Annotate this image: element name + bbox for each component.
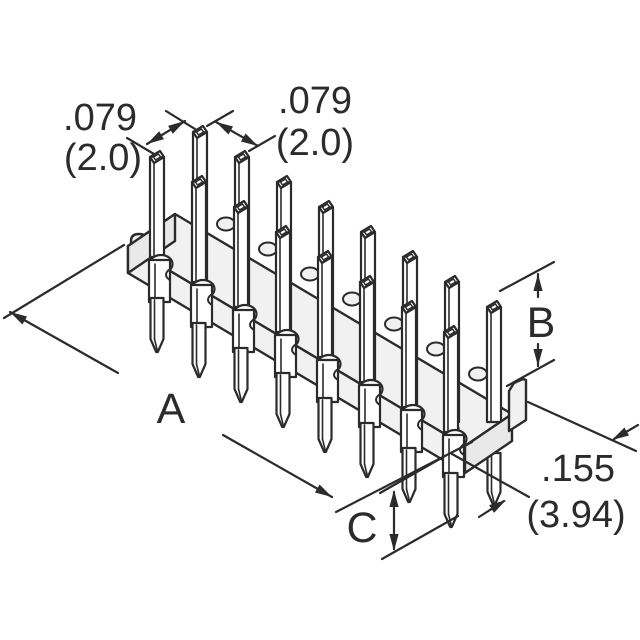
dim-span-ext-top <box>526 400 638 453</box>
pin-tail <box>317 396 333 454</box>
pin-tip-chamfer <box>279 413 285 427</box>
body-right-end-tab <box>507 377 528 433</box>
dim-span-arrow <box>612 427 630 440</box>
pin-shaft <box>274 230 292 334</box>
pin-tail <box>275 371 291 429</box>
pin-tip-chamfer <box>490 491 496 505</box>
dim-col-pitch-inches: .079 <box>278 80 352 122</box>
dim-A-line <box>8 310 120 375</box>
dim-colpitch-arrow <box>240 133 258 146</box>
pin-tail <box>359 421 375 479</box>
body-bump <box>216 216 236 232</box>
dim-B-ext-top <box>498 260 556 293</box>
pin-tip-chamfer <box>153 338 159 352</box>
body-bump <box>426 341 446 357</box>
pin-shaft <box>316 255 334 359</box>
pin-shaft <box>148 155 166 259</box>
dim-colpitch-arrow <box>216 122 234 135</box>
pin-clip-notch <box>165 268 171 281</box>
body-bump <box>468 366 488 382</box>
dim-rowpitch-ext <box>164 109 197 131</box>
pin-shaft <box>442 330 460 434</box>
pin-clip-body <box>231 308 256 354</box>
pin-clip-notch <box>291 343 297 356</box>
pin-tip-chamfer <box>237 388 243 402</box>
pin-tail <box>233 346 249 404</box>
pin-clip-notch <box>333 368 339 381</box>
dim-col-pitch-mm: (2.0) <box>276 122 354 164</box>
dim-rowpitch-arrow <box>168 121 185 134</box>
pin-tip-chamfer <box>363 463 369 477</box>
dim-rowpitch-ext <box>125 136 156 156</box>
dim-row-pitch-mm: (2.0) <box>64 137 142 179</box>
dimension-annotations: .079 (2.0) .079 (2.0) A B C .155 (3.94) <box>63 80 626 552</box>
dim-C-ext-bottom <box>380 514 460 561</box>
pin-shaft <box>190 180 208 284</box>
pin-clip-body <box>399 408 424 454</box>
dim-row-span-mm: (3.94) <box>526 494 625 536</box>
dim-B-ext-bottom <box>505 358 556 388</box>
dim-A-ext-right <box>334 440 474 514</box>
pin-shaft <box>358 280 376 384</box>
pin-shaft <box>400 305 418 409</box>
dim-label-A: A <box>157 385 186 433</box>
pin-tip-chamfer <box>195 363 201 377</box>
pin-clip-body <box>189 283 214 329</box>
pin-clip-notch <box>417 418 423 431</box>
dim-colpitch-ext <box>205 109 235 128</box>
dim-C-arrow <box>389 534 399 551</box>
pin-clip-body <box>357 383 382 429</box>
dim-A-arrow <box>10 312 28 325</box>
dim-row-span-inches: .155 <box>541 448 615 490</box>
pin-clip-notch <box>459 443 465 456</box>
pin-shaft <box>485 305 503 424</box>
dim-span-ext-bottom <box>450 452 531 499</box>
body-bump <box>300 266 320 282</box>
pin-clip-body <box>147 258 172 304</box>
pin-tail <box>191 321 207 379</box>
pin-shaft <box>232 205 250 309</box>
pin-tail <box>149 296 165 354</box>
pin-tip-chamfer <box>321 438 327 452</box>
dim-A-ext-left <box>2 243 126 320</box>
dim-rowpitch-arrow <box>147 131 164 144</box>
dim-span-arrow <box>489 500 506 513</box>
dim-C-arrow <box>389 490 399 507</box>
dim-C-ext-top <box>378 454 447 495</box>
body-bump <box>342 291 362 307</box>
dim-row-pitch-inches: .079 <box>63 97 137 139</box>
pin-clip-body <box>273 333 298 379</box>
dim-A-arrow <box>314 484 332 497</box>
pin-clip-notch <box>249 318 255 331</box>
pin-clip-body <box>315 358 340 404</box>
body-bump <box>384 316 404 332</box>
header-geometry <box>2 109 640 561</box>
pin-clip-notch <box>375 393 381 406</box>
dim-A-line <box>221 433 334 499</box>
dim-label-C: C <box>346 504 377 552</box>
dim-colpitch-ext <box>247 134 277 153</box>
body-bump <box>258 241 278 257</box>
pin-tip-chamfer <box>405 488 411 502</box>
dim-B-arrow <box>533 349 543 366</box>
pin-clip-notch <box>207 293 213 306</box>
dim-B-arrow <box>533 274 543 291</box>
dim-label-B: B <box>527 299 556 347</box>
